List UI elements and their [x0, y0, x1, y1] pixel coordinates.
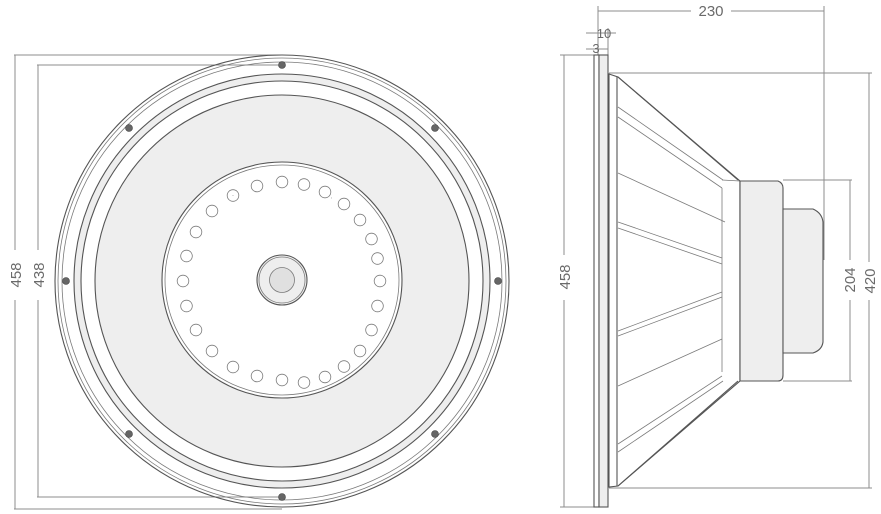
dust-cap — [256, 254, 308, 306]
bolt-hole-icon — [431, 124, 439, 132]
bolt-holes — [62, 61, 502, 501]
magnet-height-label: 204 — [842, 267, 859, 292]
outer-height-label: 458 — [8, 262, 25, 287]
frame-extent-lines — [609, 72, 872, 489]
frame-height-label: 420 — [862, 268, 879, 293]
bolt-hole-icon — [431, 430, 439, 438]
bolt-hole-icon — [62, 277, 70, 285]
side-height-dim — [560, 54, 598, 508]
bolt-hole-icon — [494, 277, 502, 285]
bolt-hole-icon — [278, 493, 286, 501]
magnet-dim — [783, 179, 852, 382]
side-height-label: 458 — [557, 264, 574, 289]
mounting-flange — [593, 54, 609, 508]
front-dim-lines — [14, 54, 282, 510]
magnet — [739, 180, 824, 382]
mounting-height-label: 438 — [31, 262, 48, 287]
bolt-hole-icon — [278, 61, 286, 69]
flange-label: 10 — [597, 26, 611, 41]
bolt-hole-icon — [125, 124, 133, 132]
vent-holes — [176, 175, 387, 389]
gasket-label: 3 — [592, 41, 599, 56]
side-view: 230 10 3 458 420 — [557, 3, 879, 508]
basket-frame — [608, 73, 741, 488]
front-view: 458 438 — [8, 54, 510, 510]
depth-label: 230 — [698, 3, 723, 20]
bolt-hole-icon — [125, 430, 133, 438]
